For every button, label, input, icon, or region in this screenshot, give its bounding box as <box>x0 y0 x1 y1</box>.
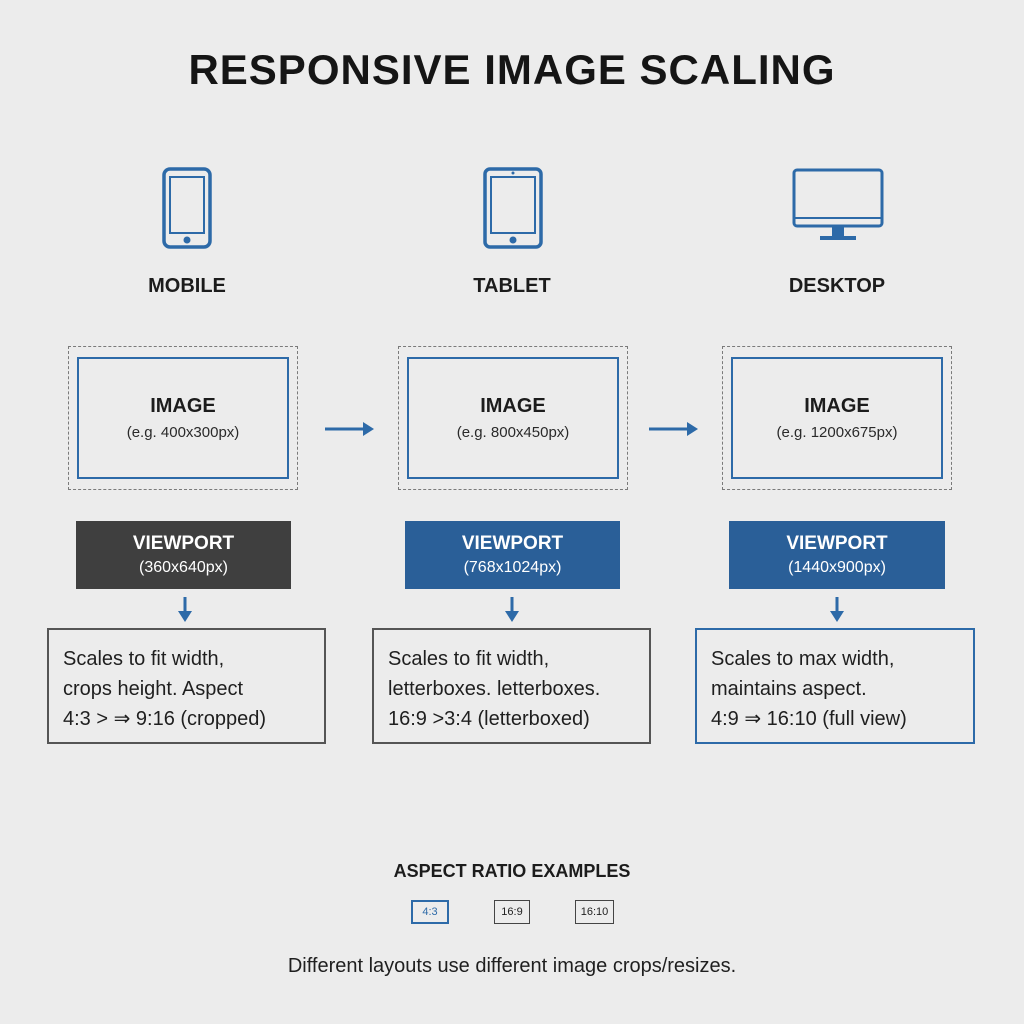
arrow-down-icon <box>830 597 844 622</box>
viewport-title: VIEWPORT <box>786 533 888 554</box>
ratio-chip-16-10: 16:10 <box>575 900 614 924</box>
ratio-chip-16-9: 16:9 <box>494 900 530 924</box>
device-label-mobile: MOBILE <box>148 275 226 297</box>
description-line: Scales to fit width, <box>63 648 225 670</box>
image-title: IMAGE <box>480 395 546 417</box>
description-box-desktop: Scales to max width, maintains aspect. 4… <box>695 628 975 744</box>
smartphone-icon <box>162 167 212 249</box>
image-size: (e.g. 1200x675px) <box>776 424 898 441</box>
description-box-mobile: Scales to fit width, crops height. Aspec… <box>47 628 326 744</box>
viewport-size: (360x640px) <box>139 559 228 576</box>
viewport-box-tablet: VIEWPORT (768x1024px) <box>405 521 620 589</box>
page-title: RESPONSIVE IMAGE SCALING <box>188 46 836 93</box>
image-box-mobile: IMAGE (e.g. 400x300px) <box>77 357 289 479</box>
description-line: Scales to max width, <box>711 648 895 670</box>
description-line: maintains aspect. <box>711 678 867 700</box>
viewport-box-desktop: VIEWPORT (1440x900px) <box>729 521 945 589</box>
arrow-right-icon <box>649 422 698 436</box>
arrow-down-icon <box>505 597 519 622</box>
viewport-size: (768x1024px) <box>463 559 562 576</box>
arrow-right-icon <box>325 422 374 436</box>
image-size: (e.g. 400x300px) <box>126 424 240 441</box>
ratio-chip-4-3: 4:3 <box>411 900 449 924</box>
image-box-desktop: IMAGE (e.g. 1200x675px) <box>731 357 943 479</box>
image-frame-desktop: IMAGE (e.g. 1200x675px) <box>722 346 952 490</box>
description-line: 4:9 ⇒ 16:10 (full view) <box>711 708 907 730</box>
image-size: (e.g. 800x450px) <box>456 424 570 441</box>
description-line: crops height. Aspect <box>63 678 244 700</box>
desktop-monitor-icon <box>792 168 884 240</box>
image-frame-tablet: IMAGE (e.g. 800x450px) <box>398 346 628 490</box>
arrow-down-icon <box>178 597 192 622</box>
image-box-tablet: IMAGE (e.g. 800x450px) <box>407 357 619 479</box>
aspect-ratio-title: ASPECT RATIO EXAMPLES <box>393 861 631 881</box>
description-line: 16:9 >3:4 (letterboxed) <box>388 708 590 730</box>
description-line: Scales to fit width, <box>388 648 550 670</box>
description-line: 4:3 > ⇒ 9:16 (cropped) <box>63 708 266 730</box>
tablet-icon <box>483 167 543 249</box>
device-label-desktop: DESKTOP <box>788 275 886 297</box>
footer-caption: Different layouts use different image cr… <box>287 955 737 977</box>
description-line: letterboxes. letterboxes. <box>388 678 601 700</box>
viewport-box-mobile: VIEWPORT (360x640px) <box>76 521 291 589</box>
image-title: IMAGE <box>804 395 870 417</box>
image-title: IMAGE <box>150 395 216 417</box>
viewport-size: (1440x900px) <box>788 559 886 576</box>
image-frame-mobile: IMAGE (e.g. 400x300px) <box>68 346 298 490</box>
viewport-title: VIEWPORT <box>461 533 564 554</box>
viewport-title: VIEWPORT <box>132 533 235 554</box>
device-label-tablet: TABLET <box>473 275 551 297</box>
description-box-tablet: Scales to fit width, letterboxes. letter… <box>372 628 651 744</box>
